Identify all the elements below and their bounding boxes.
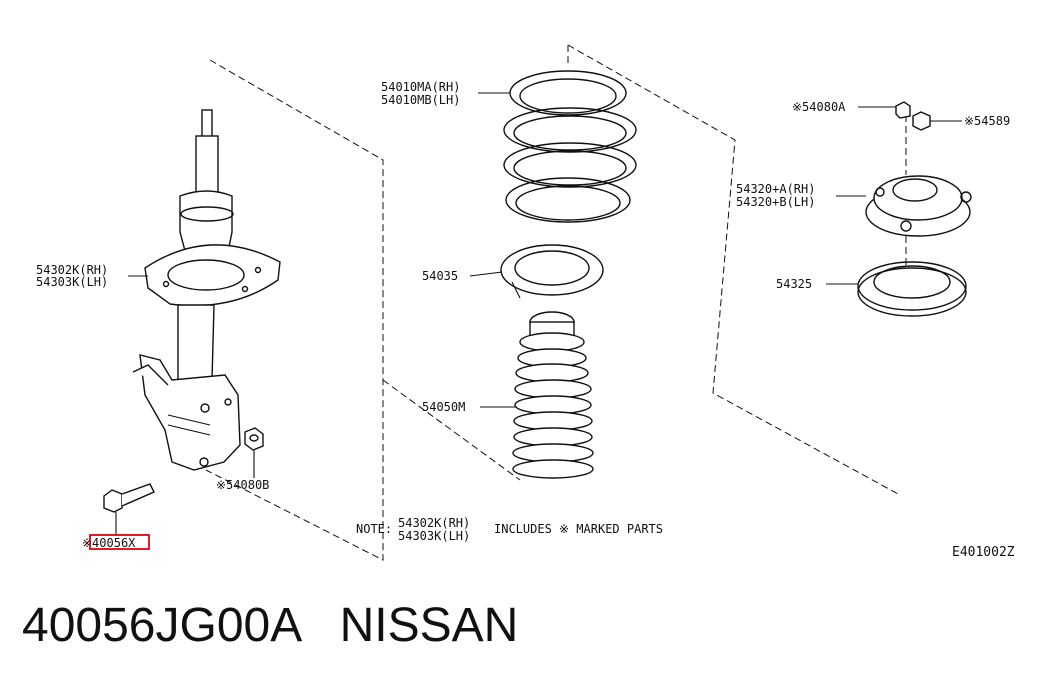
assembly-guide-lines [205, 44, 907, 561]
label-bump-stop: 54050M [422, 400, 465, 414]
spring-seat [500, 244, 604, 299]
label-spring-seat: 54035 [422, 269, 458, 283]
label-mount-lh: 54320+B(LH) [736, 195, 815, 209]
highlight-box [89, 534, 150, 550]
label-strut-rh: 54302K(RH) [36, 263, 108, 277]
strut-assembly [103, 109, 281, 535]
note-part-rh: 54302K(RH) [398, 516, 470, 530]
note-part-lh: 54303K(LH) [398, 529, 470, 543]
label-bolt-a: ※54080A [792, 100, 846, 114]
label-spring-rh: 54010MA(RH) [381, 80, 460, 94]
label-strut-lh: 54303K(LH) [36, 275, 108, 289]
part-number-caption: 40056JG00A NISSAN [22, 599, 519, 652]
note-text: INCLUDES ※ MARKED PARTS [494, 522, 663, 536]
mount-bearing [857, 261, 967, 317]
exploded-parts-diagram: 54302K(RH) 54303K(LH) 54010MA(RH) 54010M… [36, 44, 1015, 561]
note-prefix: NOTE: [356, 522, 392, 536]
label-bolt: ※40056X [82, 536, 136, 550]
label-mount-rh: 54320+A(RH) [736, 182, 815, 196]
leader-lines [128, 92, 962, 408]
label-nut: ※54589 [964, 114, 1010, 128]
label-nut-b: ※54080B [216, 478, 269, 492]
label-spring-lh: 54010MB(LH) [381, 93, 460, 107]
coil-spring [503, 70, 637, 223]
bump-stop-boot [512, 311, 594, 479]
part-labels: 54302K(RH) 54303K(LH) 54010MA(RH) 54010M… [36, 80, 1015, 560]
strut-mount [865, 101, 972, 237]
label-bearing: 54325 [776, 277, 812, 291]
drawing-code: E401002Z [952, 545, 1015, 560]
